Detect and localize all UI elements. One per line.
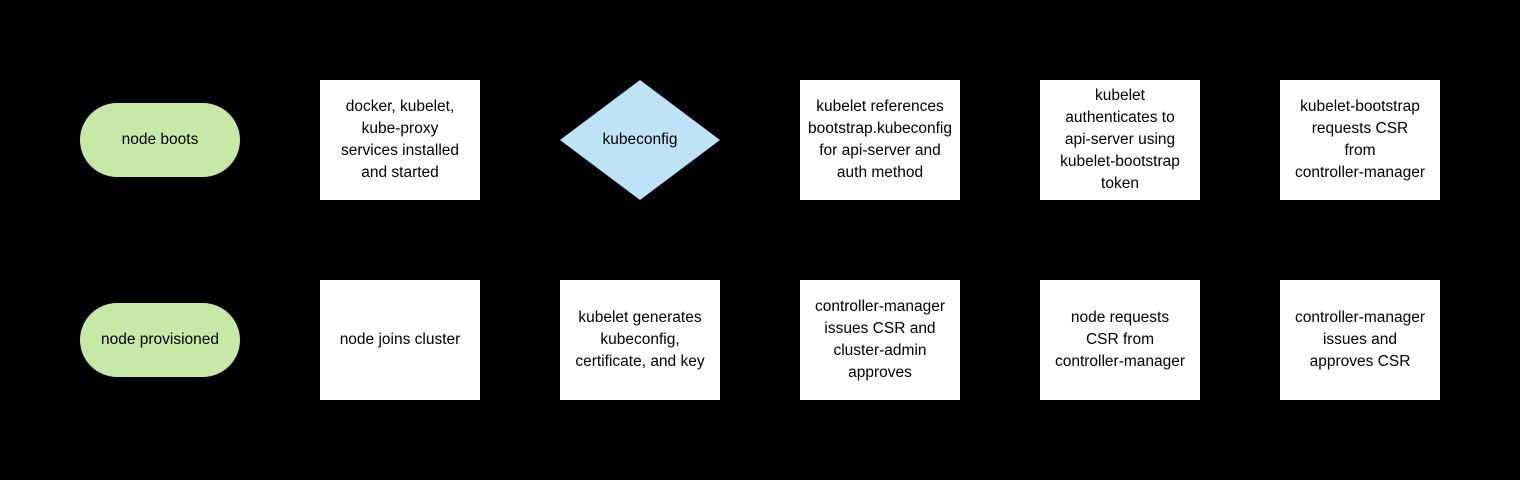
kubelet-generates-process[interactable]: kubelet generates kubeconfig, certificat… [560,280,720,400]
node-boots-label: node boots [121,131,199,148]
kubelet-generates-label: kubelet generates kubeconfig, certificat… [575,309,705,370]
services-installed-label: docker, kubelet, kube-proxy services ins… [340,98,460,181]
bootstrap-requests-csr-label: kubelet-bootstrap requests CSR from cont… [1294,98,1426,181]
cm-issues-approves-csr-process[interactable]: controller-manager issues and approves C… [1280,280,1440,400]
kubeconfig-decision-label: kubeconfig [602,131,678,148]
bootstrap-requests-csr-process[interactable]: kubelet-bootstrap requests CSR from cont… [1280,80,1440,200]
node-provisioned-label: node provisioned [100,331,220,348]
node-boots-terminator[interactable]: node boots [80,103,240,177]
kubeconfig-decision[interactable]: kubeconfig [560,80,720,200]
node-joins-cluster-process[interactable]: node joins cluster [320,280,480,400]
node-requests-csr-label: node requests CSR from controller-manage… [1054,309,1186,370]
node-joins-cluster-label: node joins cluster [339,331,461,348]
services-installed-process[interactable]: docker, kubelet, kube-proxy services ins… [320,80,480,200]
cm-issues-approves-csr-label: controller-manager issues and approves C… [1294,309,1426,370]
node-requests-csr-process[interactable]: node requests CSR from controller-manage… [1040,280,1200,400]
kubelet-authenticates-label: kubelet authenticates to api-server usin… [1060,87,1180,192]
kubelet-references-bootstrap-process[interactable]: kubelet references bootstrap.kubeconfig … [800,80,960,200]
kubelet-references-bootstrap-label: kubelet references bootstrap.kubeconfig … [808,98,952,181]
kubelet-authenticates-process[interactable]: kubelet authenticates to api-server usin… [1040,80,1200,200]
node-provisioned-terminator[interactable]: node provisioned [80,303,240,377]
cm-issues-csr-cluster-admin-process[interactable]: controller-manager issues CSR and cluste… [800,280,960,400]
cm-issues-csr-cluster-admin-label: controller-manager issues CSR and cluste… [814,298,946,381]
